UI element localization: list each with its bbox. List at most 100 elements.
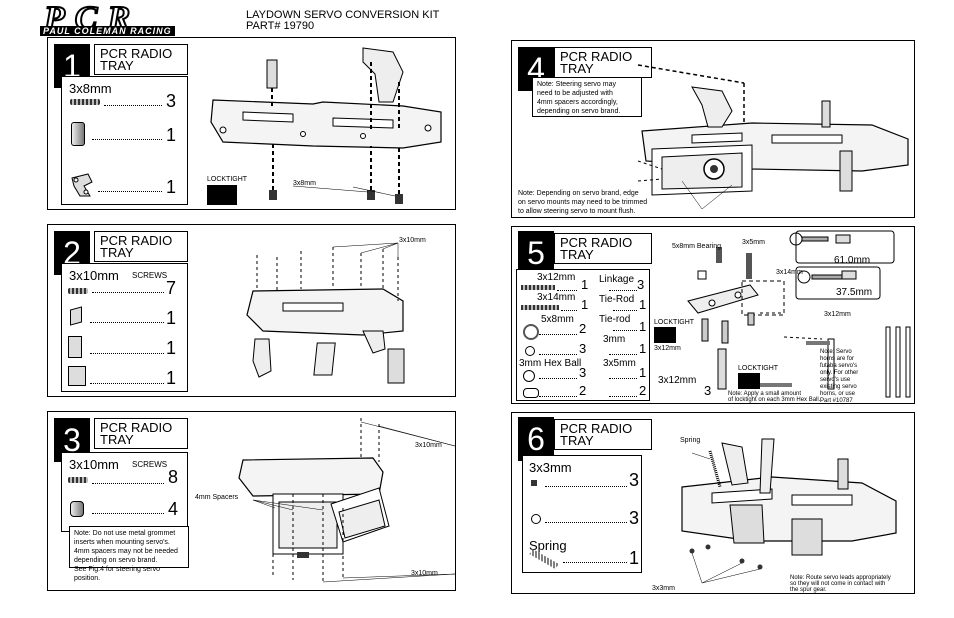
part-qty: 1	[166, 338, 177, 358]
screw-icon	[521, 285, 555, 290]
step-3-panel: 3 PCR RADIO TRAY 3x10mm SCREWS 8 4 Note:…	[47, 411, 456, 591]
step-3-title-line2: TRAY	[100, 432, 134, 447]
part-label: 3x14mm	[537, 292, 576, 303]
step-3-title: PCR RADIO TRAY	[94, 418, 188, 449]
step-2-panel: 2 PCR RADIO TRAY 3x10mm SCREWS 7 1 1 1	[47, 224, 456, 397]
step-5-panel: 5 PCR RADIO TRAY 3x12mm 1 3x14mm 1 5x8mm…	[511, 226, 915, 404]
screw-callout: 3x10mm	[399, 237, 426, 244]
bearing-icon	[523, 324, 539, 340]
step-2-diagram: 3x10mm	[233, 231, 453, 393]
screw-icon	[70, 99, 100, 105]
part-label: 3mm Hex Ball	[519, 358, 582, 369]
part-sublabel: SCREWS	[132, 271, 168, 280]
step-5-title: PCR RADIO TRAY	[554, 233, 652, 264]
part-qty: 3	[579, 341, 587, 356]
step-5-parts-list: 3x12mm 1 3x14mm 1 5x8mm 2 3 3mm Hex Ball…	[516, 269, 650, 401]
mount-icon	[68, 366, 86, 386]
step-4-note-bottom: Note: Depending on servo brand, edge on …	[518, 190, 648, 215]
part-label: 5x8mm	[541, 314, 574, 325]
screw-12c-callout: 3x12mm	[658, 375, 697, 386]
part-label: 3x10mm	[69, 268, 119, 283]
part-qty: 1	[639, 341, 647, 356]
step-4-panel: 4 PCR RADIO TRAY Note: Steering servo ma…	[511, 40, 915, 218]
bearing-callout: 5x8mm Bearing	[672, 243, 722, 250]
screw-icon	[68, 288, 88, 294]
part-label: 3x5mm	[603, 358, 636, 369]
setscrew-callout: 3x3mm	[652, 585, 675, 592]
step-6-parts-list: 3x3mm 3 3 Spring 1	[522, 455, 642, 573]
kit-title: LAYDOWN SERVO CONVERSION KIT	[246, 9, 440, 21]
part-qty: 2	[579, 321, 587, 336]
part-qty: 1	[166, 368, 177, 388]
screw-5-callout: 3x5mm	[742, 239, 765, 246]
part-qty: 1	[166, 125, 177, 145]
post-icon	[71, 122, 85, 146]
part-qty: 3	[579, 365, 587, 380]
part-qty: 8	[168, 467, 179, 487]
step-5-title-line2: TRAY	[560, 247, 594, 262]
part-qty: 2	[579, 383, 587, 398]
part-label: 3x12mm	[537, 272, 576, 283]
part-label: Tie-Rod	[599, 294, 635, 305]
step-1-title-line1: PCR RADIO	[100, 46, 173, 61]
standoff-icon	[70, 306, 82, 326]
locktight-icon	[207, 185, 237, 205]
part-label: 3x8mm	[69, 81, 112, 96]
step-5-title-line1: PCR RADIO	[560, 235, 633, 250]
screw-12a-callout: 3x12mm	[824, 311, 851, 318]
step-1-parts-list: 3x8mm 3 1 1	[61, 76, 188, 205]
pcr-logo: PCR PAUL COLEMAN RACING	[34, 0, 244, 38]
step-3-parts-list: 3x10mm SCREWS 8 4	[61, 452, 188, 532]
part-sublabel: SCREWS	[132, 460, 168, 469]
step-4-diagram	[632, 61, 914, 211]
spring-callout: Spring	[680, 437, 701, 444]
screw-callout-bottom: 3x10mm	[411, 570, 438, 577]
length-37-label: 37.5mm	[836, 287, 873, 298]
rod-end-icon	[523, 388, 539, 398]
part-qty: 3	[629, 508, 640, 528]
hex-ball-note: Note: Apply a small amount of locktight …	[728, 391, 821, 403]
step-5-diagram: 5x8mm Bearing 3x5mm 3x14mm 61.0mm 37.5mm…	[652, 229, 914, 404]
part-qty: 3	[637, 277, 645, 292]
bracket-icon	[68, 336, 82, 358]
part-qty: 7	[166, 278, 177, 298]
hex-ball-icon	[523, 370, 535, 382]
spacers-callout: 4mm Spacers	[195, 494, 239, 501]
step-6-diagram: Spring 3x3mm Note: Route servo leads app…	[652, 423, 914, 593]
pcr-logo-subtext: PAUL COLEMAN RACING	[40, 26, 175, 36]
step-2-title-line2: TRAY	[100, 245, 134, 260]
part-label: Linkage	[599, 274, 635, 285]
step-6-title-line1: PCR RADIO	[560, 421, 633, 436]
screw-icon	[68, 477, 88, 483]
part-qty: 1	[639, 319, 647, 334]
screw-callout-top: 3x10mm	[415, 442, 442, 449]
part-qty: 4	[168, 499, 179, 519]
part-qty: 1	[166, 308, 177, 328]
screw-12c-qty: 3	[704, 383, 712, 398]
part-qty: 3	[166, 91, 177, 111]
step-3-title-line1: PCR RADIO	[100, 420, 173, 435]
step-6-number: 6	[518, 417, 554, 461]
step-4-note-top: Note: Steering servo may need to be adju…	[532, 77, 642, 117]
spacer-icon	[70, 501, 84, 517]
step-4-title-line1: PCR RADIO	[560, 49, 633, 64]
screw-12b-callout: 3x12mm	[654, 345, 681, 352]
step-1-panel: 1 PCR RADIO TRAY 3x8mm 3 1 1	[47, 37, 456, 210]
step-2-parts-list: 3x10mm SCREWS 7 1 1 1	[61, 263, 188, 392]
step-2-title: PCR RADIO TRAY	[94, 231, 188, 262]
step-3-diagram: 4mm Spacers 3x10mm 3x10mm	[193, 418, 456, 588]
screw-14-callout: 3x14mm	[776, 269, 803, 276]
length-61-label: 61.0mm	[834, 255, 871, 266]
part-qty: 1	[166, 177, 177, 197]
step-2-title-line1: PCR RADIO	[100, 233, 173, 248]
step-1-diagram: LOCKTIGHT 3x8mm	[203, 42, 453, 207]
part-qty: 1	[639, 365, 647, 380]
step-6-panel: 6 PCR RADIO TRAY 3x3mm 3 3 Spring 1	[511, 412, 915, 594]
locktight-label-2: LOCKTIGHT	[738, 365, 779, 372]
step-5-number: 5	[518, 231, 554, 275]
part-label: Tie-rod	[599, 314, 631, 325]
part-label: Spring	[529, 538, 567, 553]
locktight-label: LOCKTIGHT	[207, 176, 248, 183]
part-qty: 1	[581, 297, 589, 312]
washer-icon	[525, 346, 535, 356]
